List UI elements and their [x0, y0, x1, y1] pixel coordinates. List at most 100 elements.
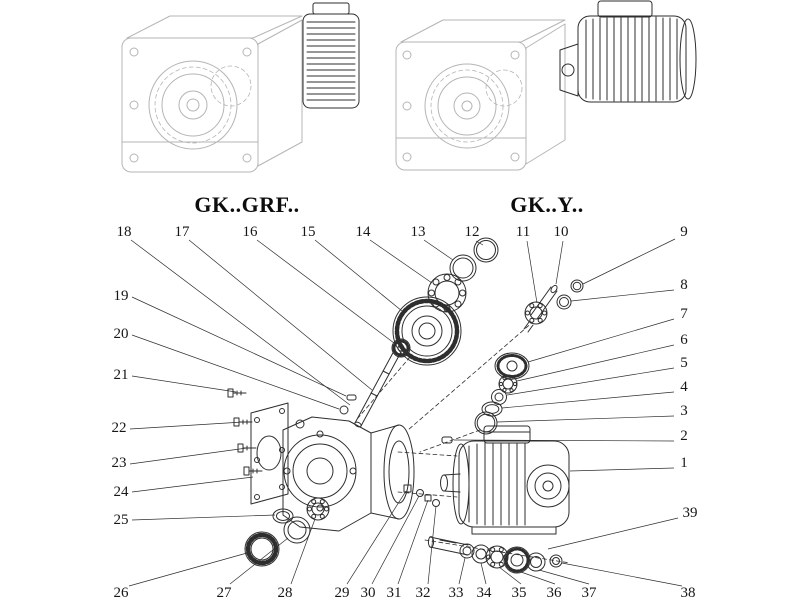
- callout-16: 16: [243, 224, 259, 240]
- leader-line-6: [516, 344, 675, 382]
- variant-label-grf: GK..GRF..: [194, 192, 299, 217]
- leader-line-23: [129, 447, 248, 465]
- callout-27: 27: [217, 585, 233, 600]
- part-16-pinion-drawing: [391, 338, 411, 358]
- parts-10-11-bevel-pinion-drawing: [523, 284, 558, 333]
- leader-line-38: [561, 562, 683, 587]
- assembly-axis-lines: [357, 320, 535, 453]
- part-9-ring-drawing: [570, 279, 584, 293]
- callout-31: 31: [387, 585, 402, 600]
- part-3-snap-ring-drawing: [474, 411, 498, 435]
- leader-line-14: [369, 239, 433, 284]
- leader-line-8: [570, 289, 675, 302]
- part-13-ring-drawing: [449, 254, 477, 282]
- leader-line-32: [427, 505, 437, 585]
- leader-line-1: [569, 467, 675, 472]
- leader-line-21: [131, 375, 237, 393]
- leader-line-35: [498, 566, 522, 585]
- leader-line-26: [128, 552, 248, 587]
- part-housing-drawing: [282, 416, 415, 532]
- part-27-ring-drawing: [283, 516, 311, 544]
- callout-11: 11: [516, 224, 530, 240]
- gearbox-gky-motor: [559, 0, 697, 103]
- callout-4: 4: [680, 379, 688, 395]
- callout-21: 21: [114, 367, 129, 383]
- variant-label-gky: GK..Y..: [510, 192, 584, 217]
- callout-10: 10: [554, 224, 569, 240]
- leader-line-24: [131, 476, 254, 493]
- leader-line-3: [496, 415, 675, 423]
- callout-12: 12: [465, 224, 480, 240]
- leader-line-17: [188, 239, 373, 391]
- callout-38: 38: [681, 585, 696, 600]
- callout-7: 7: [680, 306, 688, 322]
- callout-18: 18: [117, 224, 132, 240]
- callout-24: 24: [114, 484, 130, 500]
- leader-line-10: [555, 240, 564, 285]
- callout-32: 32: [416, 585, 431, 600]
- leader-line-30: [371, 495, 420, 585]
- leader-line-28: [290, 518, 316, 585]
- callout-23: 23: [112, 455, 127, 471]
- leader-line-2: [453, 439, 675, 442]
- part-1-motor-drawing: [440, 425, 570, 535]
- leader-line-27: [229, 537, 289, 585]
- callout-6: 6: [680, 332, 688, 348]
- leader-line-13: [423, 239, 454, 261]
- part-12-snap-ring-drawing: [473, 237, 499, 263]
- callout-35: 35: [512, 585, 527, 600]
- part-24-flange-plate-drawing: [250, 402, 289, 505]
- leader-line-11: [526, 240, 538, 304]
- callout-14: 14: [356, 224, 372, 240]
- callout-26: 26: [114, 585, 130, 600]
- callout-5: 5: [680, 355, 688, 371]
- callout-39: 39: [683, 505, 698, 521]
- callout-37: 37: [582, 585, 598, 600]
- callout-3: 3: [680, 403, 688, 419]
- part-17-shaft-drawing: [354, 348, 402, 428]
- leader-line-16: [256, 239, 395, 344]
- callout-13: 13: [411, 224, 426, 240]
- leader-line-37: [538, 569, 590, 585]
- gearbox-grf-drawing: [121, 15, 303, 173]
- leader-line-33: [458, 557, 466, 585]
- callout-29: 29: [335, 585, 350, 600]
- callout-30: 30: [361, 585, 376, 600]
- leader-line-29: [346, 490, 407, 585]
- callout-15: 15: [301, 224, 316, 240]
- part-15-gear-drawing: [392, 296, 462, 366]
- callout-33: 33: [449, 585, 464, 600]
- part-8-ring-drawing: [556, 294, 572, 310]
- leader-line-31: [397, 499, 429, 585]
- callout-36: 36: [547, 585, 563, 600]
- callout-1: 1: [680, 455, 688, 471]
- parts-33-39-output-assembly-drawing: [424, 536, 571, 574]
- leader-line-25: [131, 514, 276, 521]
- leader-line-15: [314, 239, 403, 312]
- leader-line-22: [129, 421, 244, 430]
- callout-2: 2: [680, 428, 688, 444]
- leader-line-39: [547, 517, 679, 550]
- part-25-shim-drawing: [272, 508, 294, 524]
- parts-19-20-key-drawing: [339, 394, 357, 415]
- callout-25: 25: [114, 512, 129, 528]
- leader-line-7: [527, 318, 675, 363]
- callout-34: 34: [477, 585, 493, 600]
- leader-line-9: [582, 238, 676, 285]
- leader-line-5: [506, 367, 675, 396]
- leader-line-18: [130, 239, 351, 406]
- callout-19: 19: [114, 288, 129, 304]
- callout-22: 22: [112, 420, 127, 436]
- leader-line-20: [131, 334, 340, 410]
- part-14-bearing-drawing: [427, 273, 467, 313]
- callout-8: 8: [680, 277, 688, 293]
- leader-line-12: [475, 240, 484, 246]
- callout-17: 17: [175, 224, 191, 240]
- callout-20: 20: [114, 326, 129, 342]
- gearbox-grf-fan-housing: [302, 2, 360, 109]
- part-7-bevel-gear-drawing: [494, 352, 530, 380]
- callout-9: 9: [680, 224, 688, 240]
